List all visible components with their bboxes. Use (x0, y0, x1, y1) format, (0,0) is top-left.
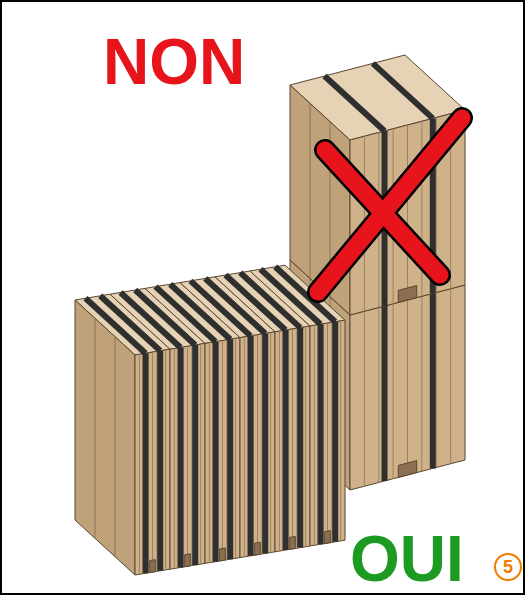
strap (143, 353, 149, 573)
crate-front (135, 349, 170, 575)
plank-line (378, 308, 379, 483)
plank-line (305, 327, 306, 547)
strap (227, 339, 233, 559)
plank-line (340, 321, 341, 541)
plank-line (187, 346, 188, 566)
crate-front (310, 320, 345, 546)
crate-foot-gap (290, 536, 296, 549)
strap (332, 322, 338, 542)
strap (262, 333, 268, 553)
plank-line (364, 311, 365, 486)
plank-line (95, 318, 96, 538)
plank-line (139, 354, 140, 574)
crate-front (170, 343, 205, 569)
crate-foot-gap (255, 542, 261, 555)
plank-line (336, 322, 337, 542)
crate-foot-gap (398, 286, 416, 303)
plank-line (231, 339, 232, 559)
plank-line (407, 125, 408, 300)
plank-line (436, 293, 437, 468)
no-label: NON (103, 30, 245, 94)
strap (430, 293, 436, 468)
strap (213, 342, 219, 562)
plank-line (152, 352, 153, 572)
plank-line (235, 338, 236, 558)
strap (382, 306, 388, 481)
plank-line (450, 289, 451, 464)
plank-line (161, 351, 162, 571)
crate-front (205, 338, 240, 564)
cross-stroke (318, 118, 462, 292)
strap (283, 330, 289, 550)
plank-line (279, 331, 280, 551)
strap (318, 324, 324, 544)
strap (178, 347, 184, 567)
red-cross (318, 118, 462, 292)
plank-line (266, 333, 267, 553)
plank-line (292, 329, 293, 549)
crate-foot-gap (325, 531, 331, 544)
crate-front (350, 285, 465, 490)
plank-line (115, 337, 116, 557)
plank-line (174, 348, 175, 568)
crate-foot-gap (185, 554, 191, 567)
plank-line (421, 296, 422, 471)
callout-number: 5 (494, 553, 522, 581)
crate-front (275, 326, 310, 552)
plank-line (244, 337, 245, 557)
callout-text: 5 (503, 558, 513, 576)
crates (75, 55, 465, 575)
crate-side (75, 300, 135, 575)
cross-outline (318, 118, 462, 292)
crate-foot-gap (150, 560, 156, 573)
plank-line (209, 343, 210, 563)
strap (248, 336, 254, 556)
plank-line (165, 350, 166, 570)
strap (373, 63, 433, 118)
plank-line (327, 323, 328, 543)
strap (192, 345, 198, 565)
crate-foot-gap (220, 548, 226, 561)
crate-foot-gap (398, 461, 416, 478)
plank-line (301, 327, 302, 547)
cross-stroke (325, 150, 440, 275)
plank-line (196, 345, 197, 565)
plank-line (257, 335, 258, 555)
plank-line (407, 300, 408, 475)
strap (157, 351, 163, 571)
plank-line (222, 341, 223, 561)
plank-line (310, 103, 311, 278)
yes-label: OUI (350, 527, 464, 591)
crate-front (240, 332, 275, 558)
plank-line (314, 325, 315, 545)
plank-line (200, 344, 201, 564)
plank-line (393, 304, 394, 479)
strap (325, 76, 385, 131)
strap (297, 328, 303, 548)
plank-line (270, 333, 271, 553)
